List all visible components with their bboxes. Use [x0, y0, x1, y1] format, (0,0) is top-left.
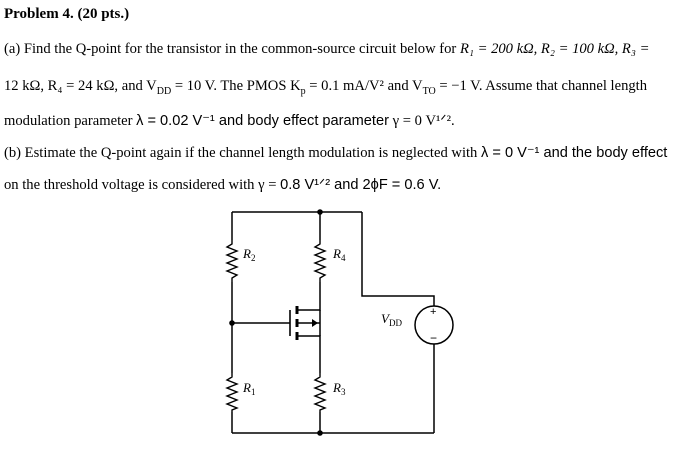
lambda-and-body-effect: λ = 0.02 V⁻¹ and body effect parameter	[136, 113, 389, 129]
lambda-zero-text: λ = 0 V⁻¹ and the body effect	[481, 145, 668, 161]
resistor-r4	[313, 240, 327, 282]
part-a-line-3: modulation parameter λ = 0.02 V⁻¹ and bo…	[4, 112, 455, 130]
resistor-r2	[225, 240, 239, 282]
part-b-line-2: on the threshold voltage is considered w…	[4, 176, 441, 194]
resistor-r3	[313, 373, 327, 412]
body-arrow-icon	[312, 319, 318, 327]
label-r4: R4	[332, 246, 346, 263]
part-a-resistor-values: R₁ = 200 kΩ, R₂ = 100 kΩ, R₃ =	[459, 41, 650, 57]
vdd-subscript: DD	[156, 85, 172, 97]
source-minus: −	[430, 331, 437, 345]
part-a-line-2-mid: = 10 V. The PMOS K	[171, 78, 301, 94]
part-a-line-2-text: 12 kΩ, R₄ = 24 kΩ, and V	[4, 78, 157, 94]
gamma-value: γ = 0 V¹ᐟ².	[388, 113, 455, 129]
voltage-source-icon	[414, 305, 454, 345]
part-a-line-2-end: = −1 V. Assume that channel length	[435, 78, 648, 94]
problem-title: Problem 4. (20 pts.)	[4, 6, 130, 22]
part-b-line-2-text: on the threshold voltage is considered w…	[4, 177, 281, 193]
label-r3: R3	[332, 380, 346, 397]
part-a-line-3-text: modulation parameter	[4, 113, 137, 129]
part-b-line-1-text: (b) Estimate the Q-point again if the ch…	[4, 145, 482, 161]
part-a-line-1: (a) Find the Q-point for the transistor …	[4, 40, 649, 58]
vto-subscript: TO	[422, 85, 436, 97]
label-r2: R2	[242, 246, 255, 263]
junction-top	[317, 209, 323, 215]
label-vdd: VDD	[381, 311, 402, 328]
source-plus: +	[430, 306, 436, 318]
junction-gate	[229, 320, 235, 326]
gamma-and-phi-values: 0.8 V¹ᐟ² and 2ϕF = 0.6 V.	[280, 177, 442, 193]
right-top-wire	[361, 212, 435, 306]
part-a-line-2: 12 kΩ, R₄ = 24 kΩ, and VDD = 10 V. The P…	[4, 77, 647, 101]
part-a-line-1-text: (a) Find the Q-point for the transistor …	[4, 41, 460, 57]
resistor-r1	[225, 373, 239, 412]
part-a-line-2-post: = 0.1 mA/V² and V	[305, 78, 423, 94]
label-r1: R1	[242, 380, 255, 397]
kp-subscript: p	[300, 85, 306, 97]
part-b-line-1: (b) Estimate the Q-point again if the ch…	[4, 144, 667, 162]
junction-bottom	[317, 430, 323, 436]
